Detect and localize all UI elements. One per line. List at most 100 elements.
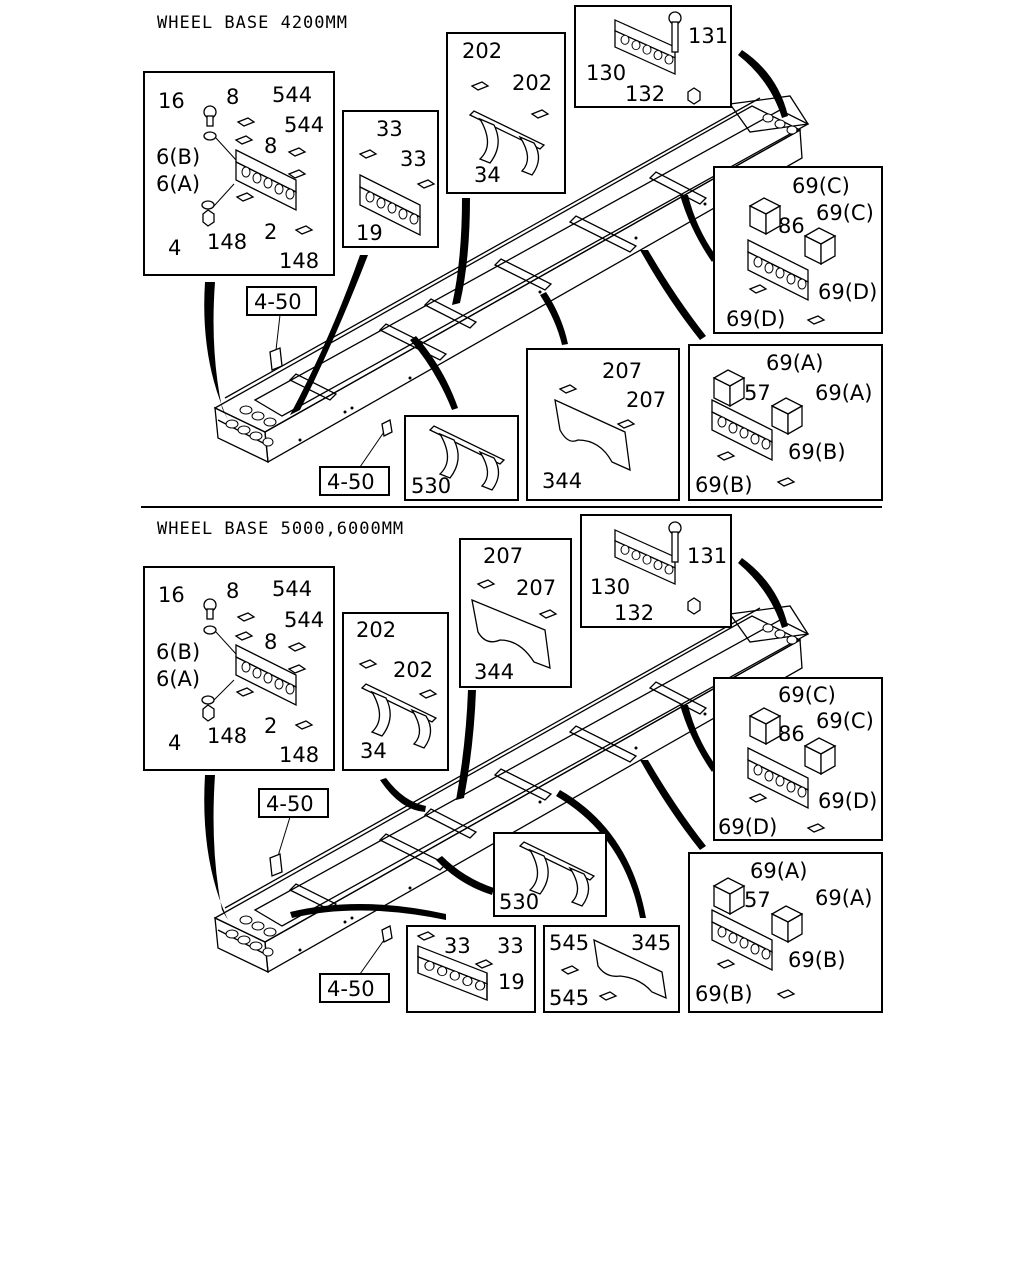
label-4: 4 xyxy=(168,731,181,755)
svg-text:4-50: 4-50 xyxy=(327,470,375,494)
reference-4-50[interactable]: 4-50 xyxy=(319,419,393,496)
label-69d: 69(D) xyxy=(818,280,877,304)
label-130: 130 xyxy=(590,575,630,599)
reference-4-50[interactable]: 4-50 xyxy=(258,788,329,877)
label-6a: 6(A) xyxy=(156,667,200,691)
callout-130 xyxy=(738,50,788,118)
label-202: 202 xyxy=(512,71,552,95)
label-545: 545 xyxy=(549,986,589,1010)
label-8: 8 xyxy=(264,134,277,158)
label-4: 4 xyxy=(168,236,181,260)
label-69a: 69(A) xyxy=(815,381,872,405)
reference-4-50[interactable]: 4-50 xyxy=(319,925,393,1003)
label-33: 33 xyxy=(497,934,524,958)
label-6b: 6(B) xyxy=(156,640,200,664)
label-16: 16 xyxy=(158,89,185,113)
label-2: 2 xyxy=(264,714,277,738)
callout-86 xyxy=(680,195,716,262)
label-19: 19 xyxy=(356,221,383,245)
box-crossmember-34: 202 202 34 xyxy=(342,612,449,771)
label-544: 544 xyxy=(284,608,324,632)
label-202: 202 xyxy=(462,39,502,63)
label-544: 544 xyxy=(272,83,312,107)
box-crossmember-345: 545 345 545 xyxy=(543,925,680,1013)
label-34: 34 xyxy=(360,739,387,763)
label-207: 207 xyxy=(483,544,523,568)
section-title: WHEEL BASE 5000,6000MM xyxy=(157,519,404,539)
label-86: 86 xyxy=(778,722,805,746)
label-6b: 6(B) xyxy=(156,145,200,169)
label-207: 207 xyxy=(602,359,642,383)
label-69c: 69(C) xyxy=(816,709,874,733)
box-rear-bracket: 131 130 132 xyxy=(580,514,732,628)
label-69a: 69(A) xyxy=(815,886,872,910)
label-345: 345 xyxy=(631,931,671,955)
box-crossmember-530: 530 xyxy=(493,832,607,917)
label-544: 544 xyxy=(284,113,324,137)
callout-57 xyxy=(640,250,706,340)
label-69b: 69(B) xyxy=(695,473,753,497)
callout-344 xyxy=(540,292,568,345)
label-33: 33 xyxy=(376,117,403,141)
callout-86 xyxy=(680,705,716,772)
callout-344 xyxy=(380,778,426,812)
label-33: 33 xyxy=(400,147,427,171)
label-530: 530 xyxy=(411,474,451,498)
label-69d: 69(D) xyxy=(718,815,777,839)
label-69c: 69(C) xyxy=(816,201,874,225)
label-130: 130 xyxy=(586,61,626,85)
box-crossmember-19: 33 33 19 xyxy=(342,110,439,248)
label-69b: 69(B) xyxy=(788,440,846,464)
callout-mount xyxy=(204,775,228,920)
label-131: 131 xyxy=(688,24,728,48)
label-148: 148 xyxy=(279,249,319,273)
label-202: 202 xyxy=(393,658,433,682)
label-131: 131 xyxy=(687,544,727,568)
label-132: 132 xyxy=(625,82,665,106)
label-8: 8 xyxy=(226,85,239,109)
label-69b: 69(B) xyxy=(695,982,753,1006)
label-544: 544 xyxy=(272,577,312,601)
label-344: 344 xyxy=(542,469,582,493)
label-69b: 69(B) xyxy=(788,948,846,972)
svg-text:4-50: 4-50 xyxy=(266,792,314,816)
reference-4-50[interactable]: 4-50 xyxy=(246,286,317,371)
callout-34 xyxy=(452,198,470,305)
section-title: WHEEL BASE 4200MM xyxy=(157,13,348,33)
label-69a: 69(A) xyxy=(750,859,807,883)
box-crossmember-34: 202 202 34 xyxy=(446,32,566,194)
callout-19 xyxy=(290,255,368,415)
callout-34 xyxy=(456,690,476,800)
section-wheel-base-4200: WHEEL BASE 4200MM 16 8 xyxy=(143,5,883,501)
label-207: 207 xyxy=(516,576,556,600)
callout-19 xyxy=(290,903,446,920)
box-crossmember-57: 69(A) 57 69(A) 69(B) 69(B) xyxy=(688,344,883,501)
label-132: 132 xyxy=(614,601,654,625)
label-86: 86 xyxy=(778,214,805,238)
label-57: 57 xyxy=(744,888,771,912)
label-69d: 69(D) xyxy=(818,789,877,813)
label-33: 33 xyxy=(444,934,471,958)
label-344: 344 xyxy=(474,660,514,684)
label-148: 148 xyxy=(279,743,319,767)
label-8: 8 xyxy=(264,630,277,654)
box-crossmember-57: 69(A) 57 69(A) 69(B) 69(B) xyxy=(688,852,883,1013)
box-crossmember-86: 69(C) 69(C) 86 69(D) 69(D) xyxy=(713,166,883,334)
label-207: 207 xyxy=(626,388,666,412)
label-148: 148 xyxy=(207,724,247,748)
callout-530 xyxy=(436,856,494,895)
box-crossmember-19: 33 33 19 xyxy=(406,925,536,1013)
section-wheel-base-5000-6000: WHEEL BASE 5000,6000MM 16 xyxy=(143,514,883,1013)
box-rear-bracket: 131 130 132 xyxy=(574,5,732,108)
label-19: 19 xyxy=(498,970,525,994)
box-mount-kit: 16 8 544 544 8 6(B) 6(A) 4 148 2 148 xyxy=(143,71,335,276)
label-69c: 69(C) xyxy=(778,683,836,707)
label-2: 2 xyxy=(264,220,277,244)
box-crossmember-530: 530 xyxy=(404,415,519,501)
label-8: 8 xyxy=(226,579,239,603)
callout-mount xyxy=(204,282,228,420)
label-545: 545 xyxy=(549,931,589,955)
label-34: 34 xyxy=(474,163,501,187)
callout-530 xyxy=(410,336,458,410)
